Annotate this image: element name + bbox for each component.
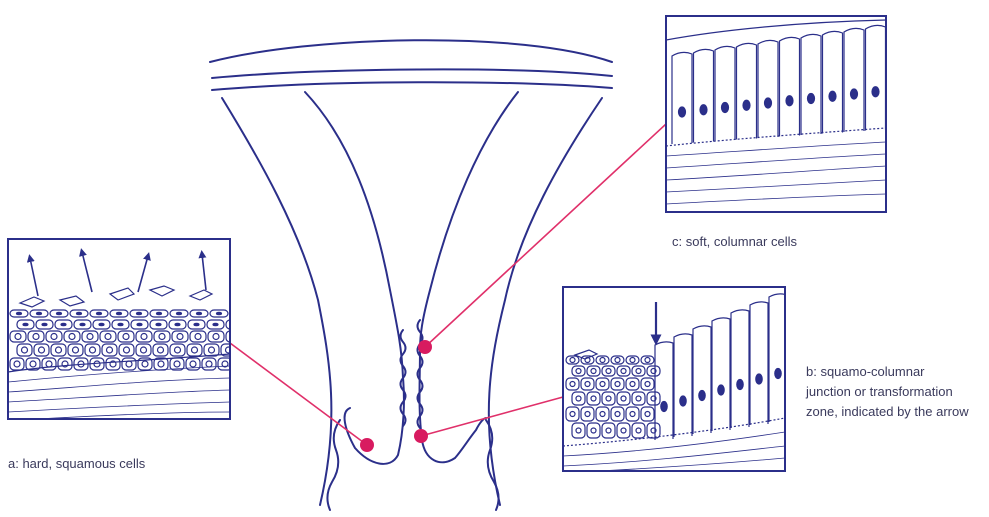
marker-dot-c [418, 340, 432, 354]
caption-b-line-1: b: squamo-columnar [806, 362, 969, 382]
marker-dot-b [414, 429, 428, 443]
inset-a-squamous [8, 239, 248, 420]
inset-b-junction [563, 287, 787, 472]
uterus-outline [210, 40, 612, 510]
caption-c-columnar: c: soft, columnar cells [672, 232, 797, 252]
pointer-line-a [230, 343, 367, 445]
caption-a-squamous: a: hard, squamous cells [8, 454, 145, 474]
caption-b-line-2: junction or transformation [806, 382, 969, 402]
caption-b-junction: b: squamo-columnar junction or transform… [806, 362, 969, 422]
caption-b-line-3: zone, indicated by the arrow [806, 402, 969, 422]
inset-c-columnar [666, 16, 886, 212]
pointer-line-c [425, 124, 666, 347]
marker-dot-a [360, 438, 374, 452]
